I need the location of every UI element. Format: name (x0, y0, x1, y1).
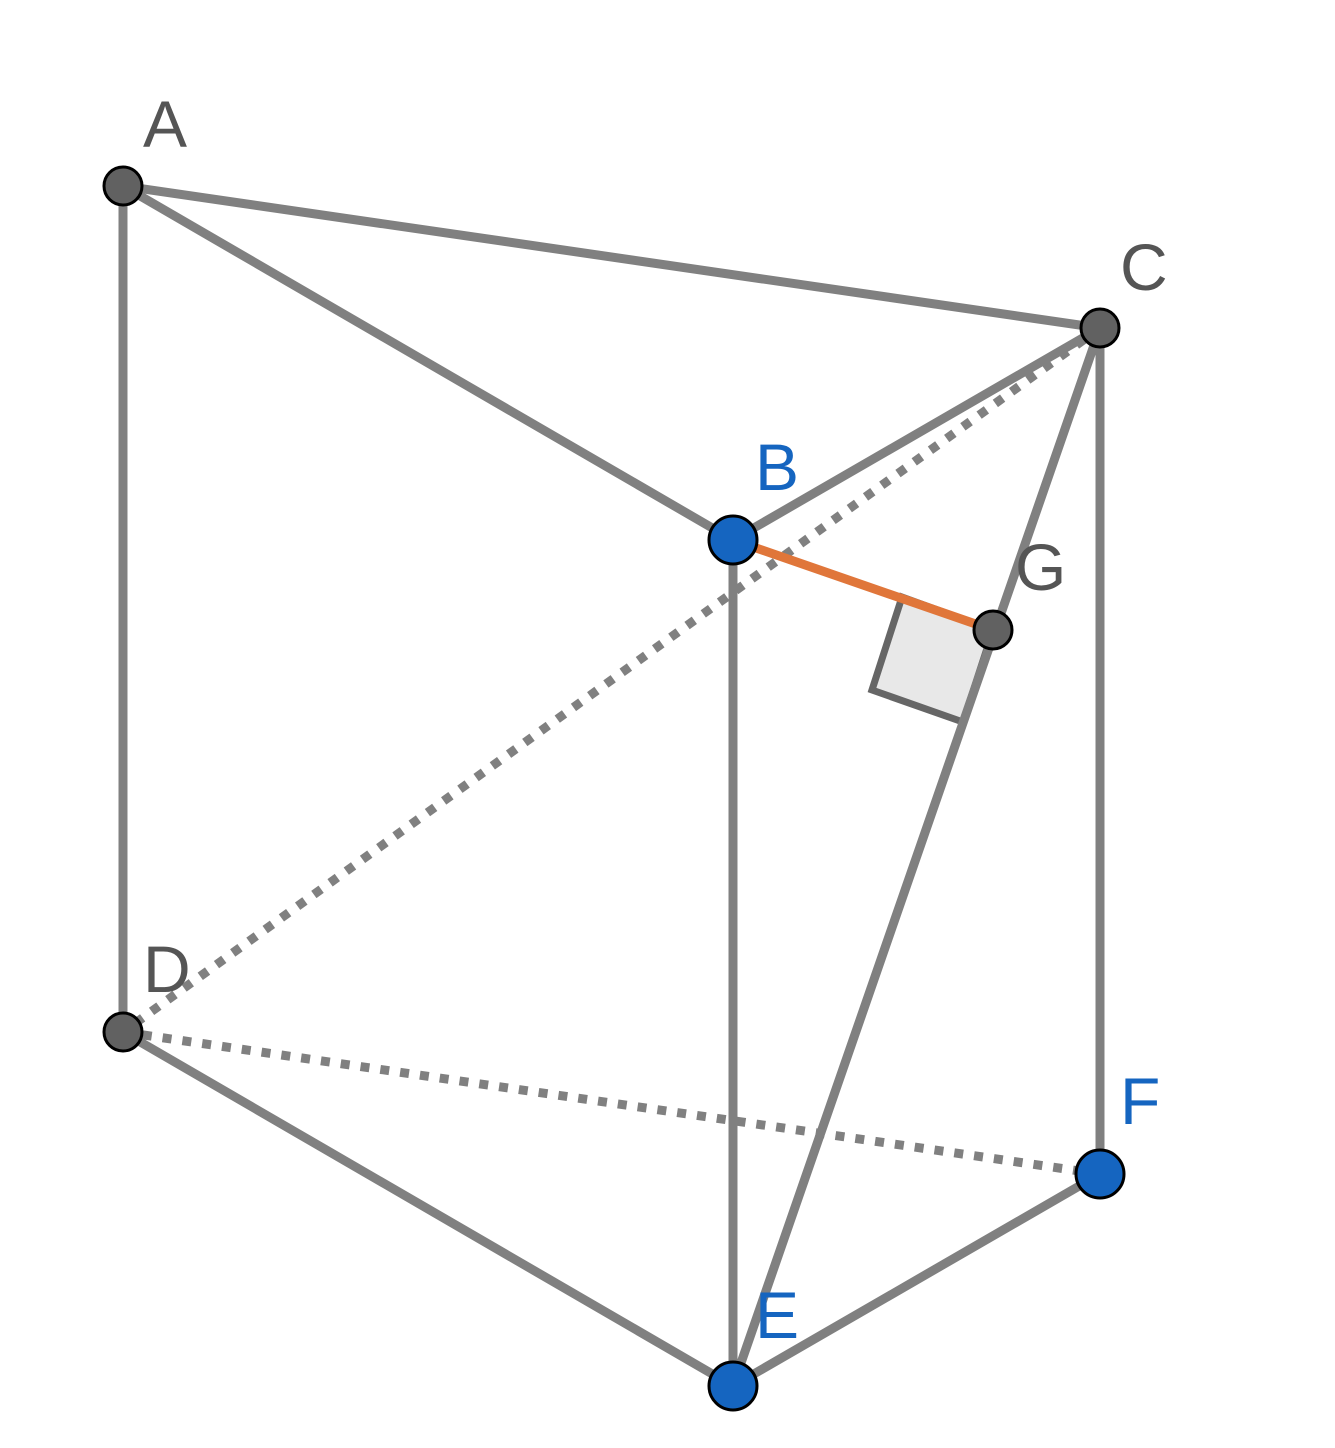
label-b: B (755, 430, 799, 504)
edge-de (118, 1027, 738, 1391)
point-c[interactable] (1079, 307, 1121, 349)
edge-cd-hidden (120, 324, 1103, 1036)
label-d: D (143, 932, 191, 1006)
edge-ef (728, 1169, 1105, 1391)
point-d[interactable] (102, 1011, 144, 1053)
edge-ac (118, 181, 1105, 333)
edge-df-hidden (122, 1027, 1101, 1179)
point-e[interactable] (707, 1360, 759, 1412)
label-a: A (143, 87, 187, 161)
point-f[interactable] (1074, 1148, 1126, 1200)
right-angle-marker (867, 592, 998, 727)
edge-ce (728, 323, 1105, 1391)
edge-ab (118, 181, 738, 545)
point-g[interactable] (972, 609, 1014, 651)
label-e: E (755, 1278, 799, 1352)
label-g: G (1015, 530, 1066, 604)
label-f: F (1120, 1064, 1160, 1138)
label-c: C (1120, 230, 1168, 304)
segment-bg (728, 535, 998, 635)
point-a[interactable] (102, 165, 144, 207)
edge-bc (728, 323, 1105, 545)
point-b[interactable] (707, 514, 759, 566)
